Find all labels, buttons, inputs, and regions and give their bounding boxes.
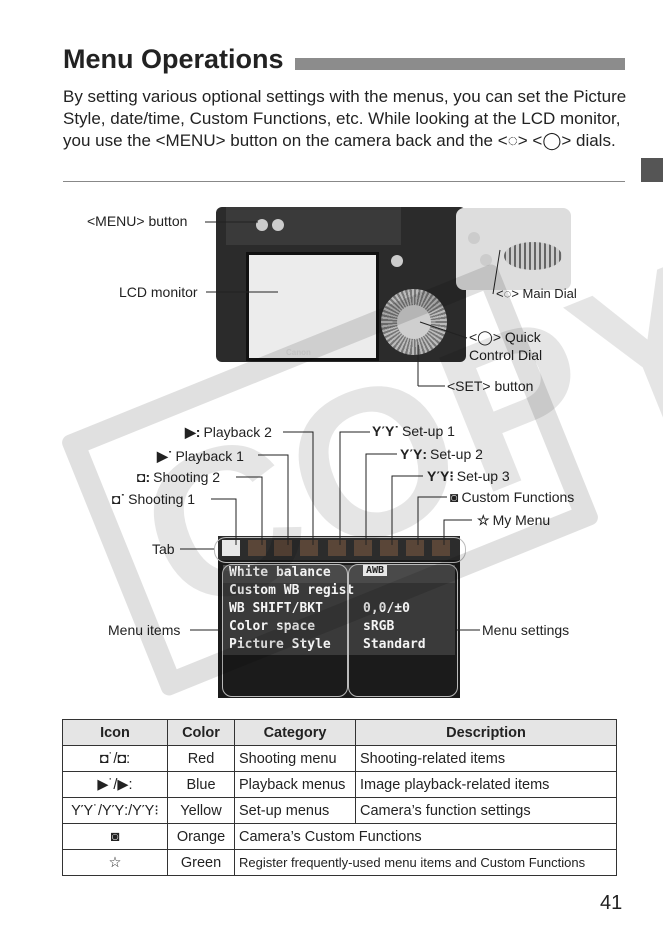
- table-row: ◙ Orange Camera’s Custom Functions: [62, 823, 617, 850]
- tab-setup3: [380, 540, 398, 556]
- shooting2-icon: ◘:: [137, 469, 151, 485]
- menu-item: White balance: [229, 565, 331, 580]
- menu-row: WB SHIFT/BKT 0,0/±0: [223, 601, 455, 619]
- fel-button-graphic: [468, 232, 480, 244]
- my-menu-icon: ☆: [62, 849, 168, 876]
- quick-dial-label-2: Control Dial: [469, 347, 543, 363]
- tab-my-menu: [432, 540, 450, 556]
- joystick-graphic: [391, 255, 403, 267]
- setup3-icon: ΥΎ⁝: [427, 468, 454, 484]
- shooting1-icon: ◘˙: [112, 491, 126, 507]
- camera-viewfinder-area: [226, 207, 401, 245]
- shooting2-label: ◘:Shooting 2: [137, 469, 221, 485]
- col-category: Category: [234, 719, 356, 746]
- custom-functions-label: ◙Custom Functions: [450, 489, 575, 505]
- menu-button-label: <MENU> button: [87, 213, 188, 229]
- menu-item: Color space: [229, 619, 316, 634]
- col-description: Description: [355, 719, 617, 746]
- table-row: ▶˙/▶: Blue Playback menus Image playback…: [62, 771, 617, 798]
- title-rule: [295, 58, 625, 70]
- shooting-menu-icon: ◘˙/◘:: [62, 745, 168, 772]
- menu-item: WB SHIFT/BKT: [229, 601, 323, 616]
- custom-functions-icon: ◙: [450, 489, 459, 505]
- menu-items-highlight-box: [222, 564, 348, 697]
- main-dial-illustration: [456, 208, 571, 290]
- set-button-label: <SET> button: [447, 378, 534, 394]
- menu-settings-label: Menu settings: [482, 622, 570, 638]
- shooting1-label: ◘˙Shooting 1: [112, 491, 196, 507]
- setup2-label: ΥΎ:Set-up 2: [400, 446, 483, 462]
- menu-setting: Standard: [363, 637, 426, 652]
- menu-row: Color space sRGB: [223, 619, 455, 637]
- menu-setting: 0,0/±0: [363, 601, 410, 616]
- menu-row: Picture Style Standard: [223, 637, 455, 655]
- lcd-monitor-graphic: [246, 252, 379, 361]
- lcd-menu-screen: White balance AWB Custom WB regist WB SH…: [218, 536, 460, 698]
- tab-setup1: [328, 540, 346, 556]
- quick-control-dial-graphic: [381, 289, 447, 355]
- table-row: ΥΎ˙/ΥΎ:/ΥΎ⁝ Yellow Set-up menus Camera’s…: [62, 797, 617, 824]
- col-icon: Icon: [62, 719, 168, 746]
- main-dial-label: <◌> Main Dial: [496, 286, 577, 301]
- menu-row: Custom WB regist: [223, 583, 455, 601]
- playback2-label: ▶:Playback 2: [185, 424, 272, 440]
- iso-button-graphic: [480, 254, 492, 266]
- menu-item: Custom WB regist: [229, 583, 355, 598]
- custom-functions-icon: ◙: [62, 823, 168, 850]
- section-tab-marker: [641, 158, 663, 182]
- table-header-row: Icon Color Category Description: [62, 719, 617, 746]
- col-color: Color: [167, 719, 235, 746]
- playback1-label: ▶˙Playback 1: [157, 448, 244, 464]
- setup3-label: ΥΎ⁝Set-up 3: [427, 468, 510, 484]
- info-button-graphic: [272, 219, 284, 231]
- playback-menu-icon: ▶˙/▶:: [62, 771, 168, 798]
- divider: [63, 181, 625, 182]
- playback1-icon: ▶˙: [157, 448, 173, 464]
- lcd-monitor-label: LCD monitor: [119, 284, 198, 300]
- menu-button-graphic: [256, 219, 268, 231]
- main-dial-graphic: [504, 242, 562, 270]
- menu-setting: AWB: [363, 565, 388, 576]
- canon-logo: Canon: [286, 348, 311, 357]
- table-row: ☆ Green Register frequently-used menu it…: [62, 849, 617, 876]
- menu-row: White balance AWB: [223, 565, 455, 583]
- page-title: Menu Operations: [63, 44, 284, 74]
- table-row: ◘˙/◘: Red Shooting menu Shooting-related…: [62, 745, 617, 772]
- intro-paragraph: By setting various optional settings wit…: [63, 87, 627, 150]
- setup-menu-icon: ΥΎ˙/ΥΎ:/ΥΎ⁝: [62, 797, 168, 824]
- tab-label: Tab: [152, 541, 175, 557]
- menu-setting: sRGB: [363, 619, 395, 634]
- camera-back-illustration: Canon: [216, 207, 466, 362]
- menu-category-table: Icon Color Category Description ◘˙/◘: Re…: [62, 719, 617, 876]
- my-menu-icon: ☆: [477, 512, 490, 528]
- setup1-icon: ΥΎ˙: [372, 423, 399, 439]
- quick-dial-label: <◯> Quick: [469, 329, 541, 345]
- playback2-icon: ▶:: [185, 424, 201, 440]
- page-number: 41: [600, 892, 623, 914]
- setup1-label: ΥΎ˙Set-up 1: [372, 423, 455, 439]
- menu-items-label: Menu items: [108, 622, 181, 638]
- setup2-icon: ΥΎ:: [400, 446, 427, 462]
- my-menu-label: ☆My Menu: [477, 512, 551, 528]
- menu-item: Picture Style: [229, 637, 331, 652]
- tab-custom-functions: [406, 540, 424, 556]
- tab-setup2: [354, 540, 372, 556]
